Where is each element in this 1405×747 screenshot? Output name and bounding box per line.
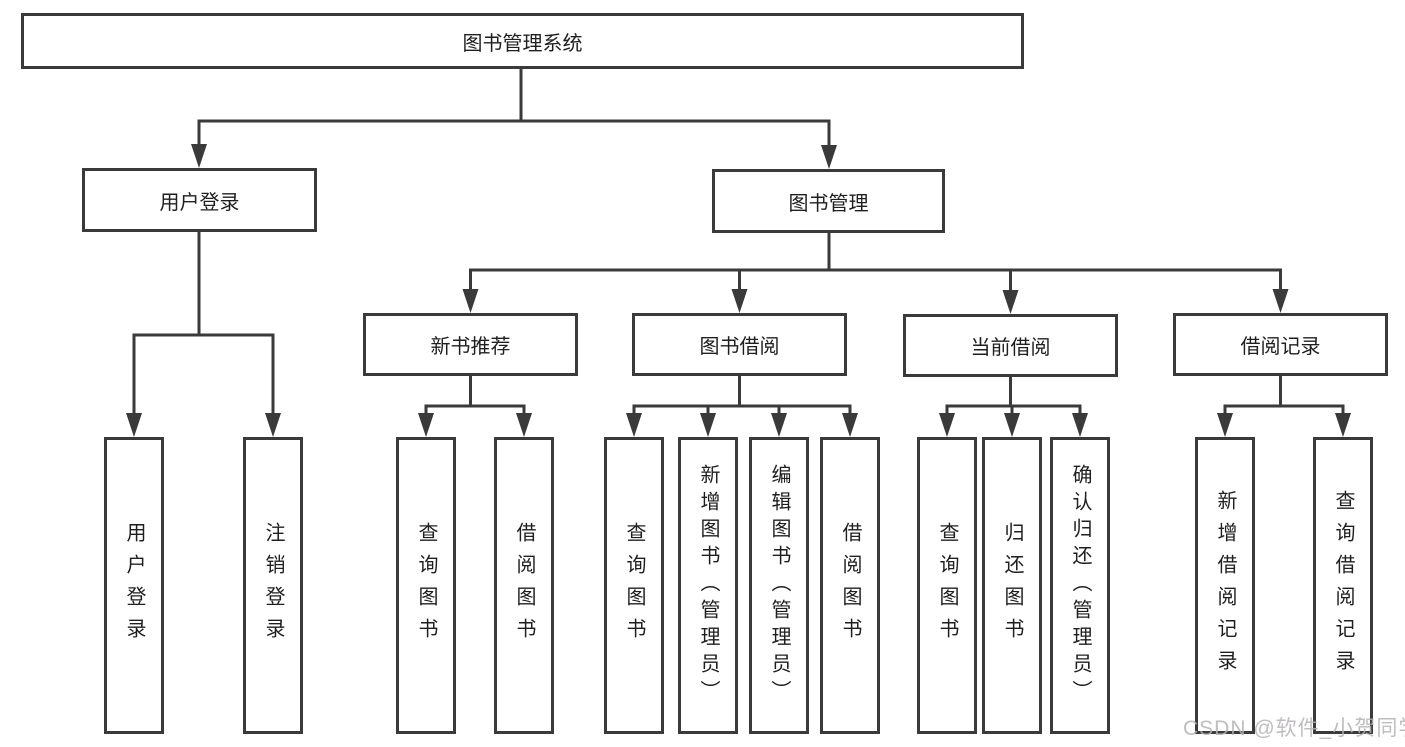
leaf-query-books-3: 查询图书 [917,437,977,734]
node-new-book-recommendation: 新书推荐 [363,313,578,376]
leaf-query-books-1: 查询图书 [396,437,456,734]
node-library-system-label: 图书管理系统 [462,32,583,55]
leaf-logout-label: 注销登录 [262,521,284,650]
node-library-system: 图书管理系统 [21,13,1024,69]
node-current-borrowing-label: 当前借阅 [970,337,1051,359]
leaf-add-borrow-record-label: 新增借阅记录 [1214,489,1236,682]
leaf-user-login-label: 用户登录 [123,521,145,650]
leaf-confirm-return-admin-label: 确认归还（管理员） [1069,464,1091,707]
leaf-query-books-1-label: 查询图书 [415,521,437,650]
leaf-query-books-3-label: 查询图书 [936,521,958,650]
node-new-book-recommendation-label: 新书推荐 [430,336,511,358]
leaf-edit-book-admin-label: 编辑图书（管理员） [768,464,790,707]
leaf-add-borrow-record: 新增借阅记录 [1195,437,1255,734]
leaf-query-borrow-record: 查询借阅记录 [1313,437,1373,734]
csdn-watermark: CSDN @软件_小贺同学 [1183,717,1405,740]
leaf-borrow-books-2-label: 借阅图书 [839,521,861,650]
leaf-add-book-admin: 新增图书（管理员） [678,437,738,734]
node-book-management-label: 图书管理 [788,192,869,215]
node-user-login-label: 用户登录 [159,191,240,214]
leaf-return-book-label: 归还图书 [1001,521,1023,650]
leaf-user-login: 用户登录 [104,437,164,734]
leaf-edit-book-admin: 编辑图书（管理员） [749,437,809,734]
node-borrowing-records: 借阅记录 [1173,313,1388,376]
node-book-management: 图书管理 [712,169,945,233]
node-current-borrowing: 当前借阅 [903,314,1118,377]
leaf-add-book-admin-label: 新增图书（管理员） [697,464,719,707]
leaf-borrow-books-1-label: 借阅图书 [513,521,535,650]
leaf-confirm-return-admin: 确认归还（管理员） [1050,437,1110,734]
leaf-query-books-2: 查询图书 [604,437,664,734]
leaf-logout: 注销登录 [243,437,303,734]
node-book-borrowing-label: 图书借阅 [699,336,780,358]
leaf-query-borrow-record-label: 查询借阅记录 [1332,489,1354,682]
node-book-borrowing: 图书借阅 [632,313,847,376]
leaf-query-books-2-label: 查询图书 [623,521,645,650]
node-borrowing-records-label: 借阅记录 [1240,336,1321,358]
leaf-borrow-books-2: 借阅图书 [820,437,880,734]
leaf-return-book: 归还图书 [982,437,1042,734]
node-user-login: 用户登录 [82,168,317,232]
leaf-borrow-books-1: 借阅图书 [494,437,554,734]
